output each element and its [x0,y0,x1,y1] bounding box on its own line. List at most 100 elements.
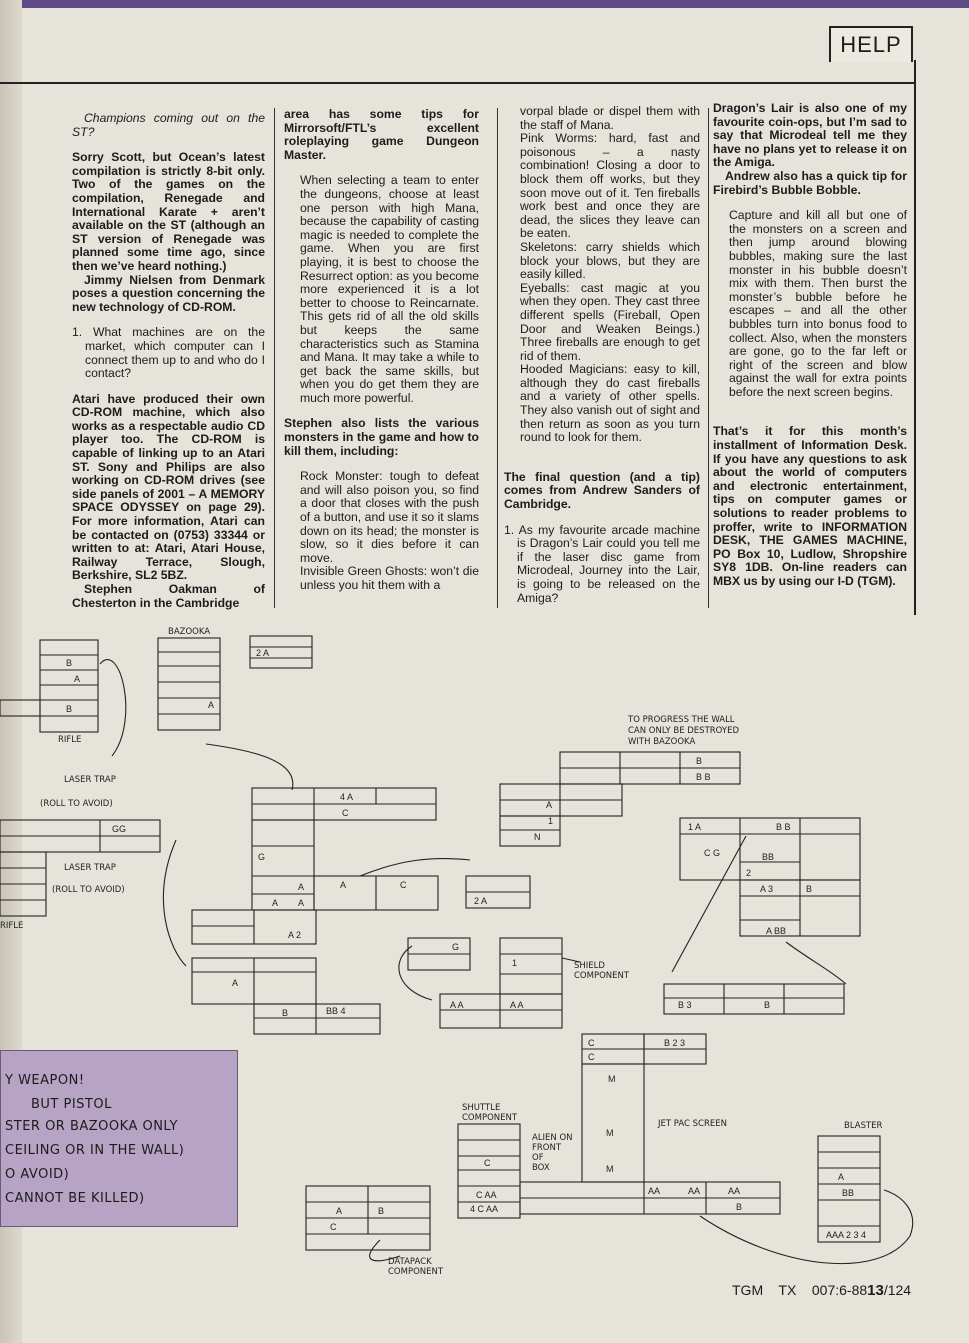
map-mark: B B [776,822,791,832]
map-mark: B [66,704,72,714]
monster-tip: Skeletons: carry shields which block you… [520,239,700,282]
page-spine [0,0,22,1343]
map-mark: 4 C AA [470,1204,498,1214]
article-column-3: vorpal blade or dispel them with the sta… [504,104,700,605]
map-label-shuttle-component: COMPONENT [462,1113,518,1123]
frame-right-rule [914,60,916,615]
map-mark: B 3 [678,1000,692,1010]
column-rule [708,108,709,608]
frame-top-rule [0,82,916,84]
map-mark: AA [728,1186,740,1196]
map-mark: A [232,978,238,988]
map-mark: B [764,1000,770,1010]
map-mark: M [606,1164,614,1174]
map-note-wall: WITH BAZOOKA [628,737,695,747]
map-label-roll-to-avoid: (ROLL TO AVOID) [52,885,125,895]
map-mark: A [546,800,552,810]
map-mark: 2 A [256,648,269,658]
section-tab: HELP [829,26,913,62]
paragraph-intro: Andrew also has a quick tip for Firebird… [713,168,907,197]
tx-label: TX [778,1282,797,1298]
map-mark: B [66,658,72,668]
map-mark: A [208,700,214,710]
map-mark: N [534,832,541,842]
map-mark: C AA [476,1190,497,1200]
map-mark: BB [842,1188,854,1198]
map-mark: A A [450,1000,464,1010]
top-band [0,0,969,8]
game-map-diagram: B A B RIFLE BAZOOKA A 2 A LASER TRAP (RO… [0,627,914,1277]
monster-tip: Pink Worms: hard, fast and poisonous – a… [520,131,700,241]
map-mark: AA [648,1186,660,1196]
page-total: /124 [883,1282,912,1298]
map-label-alien: OF [532,1153,544,1163]
map-mark: 1 [512,958,517,968]
paragraph-tip: When selecting a team to enter the dunge… [300,173,479,405]
map-mark: 2 A [474,896,487,906]
map-mark: A [336,1206,342,1216]
map-mark: A [298,898,304,908]
key-line: O AVOID) [5,1167,70,1182]
map-label-alien: BOX [532,1163,550,1173]
article-column-2: area has some tips for Mirrorsoft/FTL’s … [284,107,479,593]
column-rule [274,108,275,608]
map-mark: B [696,756,702,766]
map-mark: B 2 3 [664,1038,685,1048]
map-mark: G [258,852,265,862]
map-mark: GG [112,824,126,834]
monster-tip: Hooded Magicians: easy to kill, although… [520,362,700,445]
map-mark: C [400,880,407,890]
map-label-datapack: DATAPACK [388,1257,432,1267]
map-mark: B [282,1008,288,1018]
map-label-jet-pac: JET PAC SCREEN [657,1119,727,1129]
map-label-datapack-component: COMPONENT [388,1267,444,1277]
map-mark: A [838,1172,844,1182]
map-label-alien: FRONT [532,1143,562,1153]
map-mark: 1 A [688,822,701,832]
map-mark: C [342,808,349,818]
paragraph-signoff: That’s it for this month’s installment o… [713,424,907,588]
paragraph-intro: The final question (and a tip) comes fro… [504,469,700,512]
map-label-roll-to-avoid: (ROLL TO AVOID) [40,799,113,809]
paragraph-answer: Dragon’s Lair is also one of my favourit… [713,101,907,170]
map-mark: C [484,1158,491,1168]
map-label-shield-component: COMPONENT [574,971,630,981]
magazine-name: TGM [732,1282,764,1298]
map-mark: B [378,1206,384,1216]
key-line: CANNOT BE KILLED) [5,1191,145,1206]
map-mark: G [452,942,459,952]
map-mark: A BB [766,926,786,936]
paragraph-tip: Capture and kill all but one of the mons… [729,208,907,399]
map-mark: C [588,1038,595,1048]
map-mark: C [588,1052,595,1062]
key-line: BUT PISTOL [31,1097,112,1112]
map-mark: B [736,1202,742,1212]
map-label-laser-trap: LASER TRAP [64,775,116,785]
map-mark: 4 A [340,792,353,802]
issue-code: 007:6-88 [811,1282,868,1298]
paragraph: Champions coming out on the ST? [72,111,265,139]
article-column-4: Dragon’s Lair is also one of my favourit… [713,101,907,589]
map-key-panel: Y WEAPON! BUT PISTOL STER OR BAZOOKA ONL… [0,1050,238,1227]
paragraph-question-intro: Jimmy Nielsen from Denmark poses a quest… [72,272,265,314]
map-mark: AA [688,1186,700,1196]
map-label-rifle: RIFLE [0,921,23,931]
map-label-bazooka: BAZOOKA [168,627,210,637]
map-mark: B B [696,772,711,782]
map-mark: A [272,898,278,908]
map-mark: C [330,1222,337,1232]
map-mark: C G [704,848,720,858]
map-note-wall: TO PROGRESS THE WALL [627,715,735,725]
key-line: STER OR BAZOOKA ONLY [5,1119,178,1134]
question-item: 1. As my favourite arcade machine is Dra… [504,522,700,605]
page-footer: TGM TX 007:6-8813/124 [732,1282,911,1299]
paragraph: Stephen Oakman of Chesterton in the Camb… [72,582,265,610]
paragraph-intro: Stephen also lists the various monsters … [284,416,479,458]
question-item: 1. What machines are on the market, whic… [72,325,265,381]
map-mark: BB [762,852,774,862]
monster-tip: Rock Monster: tough to defeat and will a… [300,469,479,565]
map-label-blaster: BLASTER [844,1121,883,1131]
map-note-wall: CAN ONLY BE DESTROYED [628,726,739,736]
key-line: CEILING OR IN THE WALL) [5,1143,185,1158]
